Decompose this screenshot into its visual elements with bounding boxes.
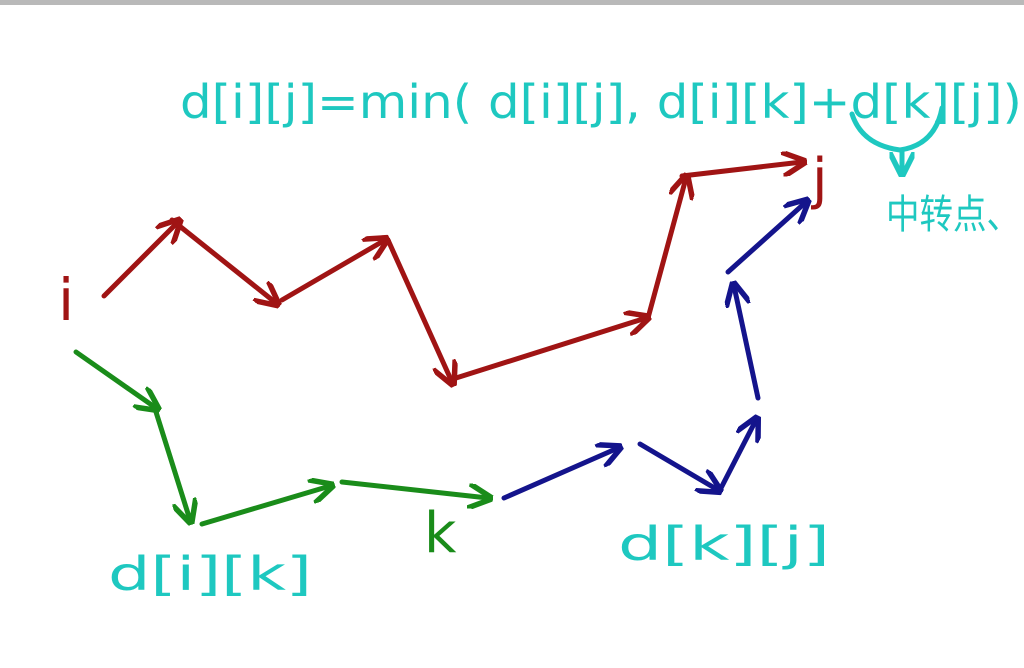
red-arrow-3: [279, 240, 385, 303]
blue-arrow-3: [717, 420, 756, 493]
blue-arrow-2: [637, 441, 718, 490]
blue-arrow-5: [725, 202, 806, 275]
top-border: [0, 0, 1024, 5]
label-d-i-k: d[i][k]: [108, 547, 312, 601]
label-d-k-j: d[k][j]: [618, 517, 830, 571]
red-arrow-1: [101, 222, 178, 299]
direct-path-i-to-j: [101, 162, 802, 382]
node-j-label: j: [810, 147, 828, 212]
path-k-to-j: [501, 202, 806, 501]
path-i-to-k: [73, 349, 488, 527]
green-arrow-4: [339, 479, 488, 498]
transit-note-label: 中转点、: [886, 192, 1020, 238]
green-arrow-3: [199, 486, 330, 527]
green-arrow-2: [153, 409, 190, 520]
green-arrow-1: [73, 349, 156, 408]
blue-arrow-4: [734, 286, 761, 401]
red-arrow-7: [679, 162, 802, 179]
blue-arrow-1: [501, 448, 618, 501]
formula-label: d[i][j]=min( d[i][j], d[i][k]+d[k][j]): [180, 75, 1022, 129]
node-k-label: k: [424, 501, 457, 566]
red-arrow-5: [453, 318, 646, 381]
red-arrow-4: [385, 237, 452, 382]
node-i-label: i: [58, 266, 74, 334]
red-arrow-2: [169, 217, 276, 303]
red-arrow-6: [645, 178, 686, 321]
